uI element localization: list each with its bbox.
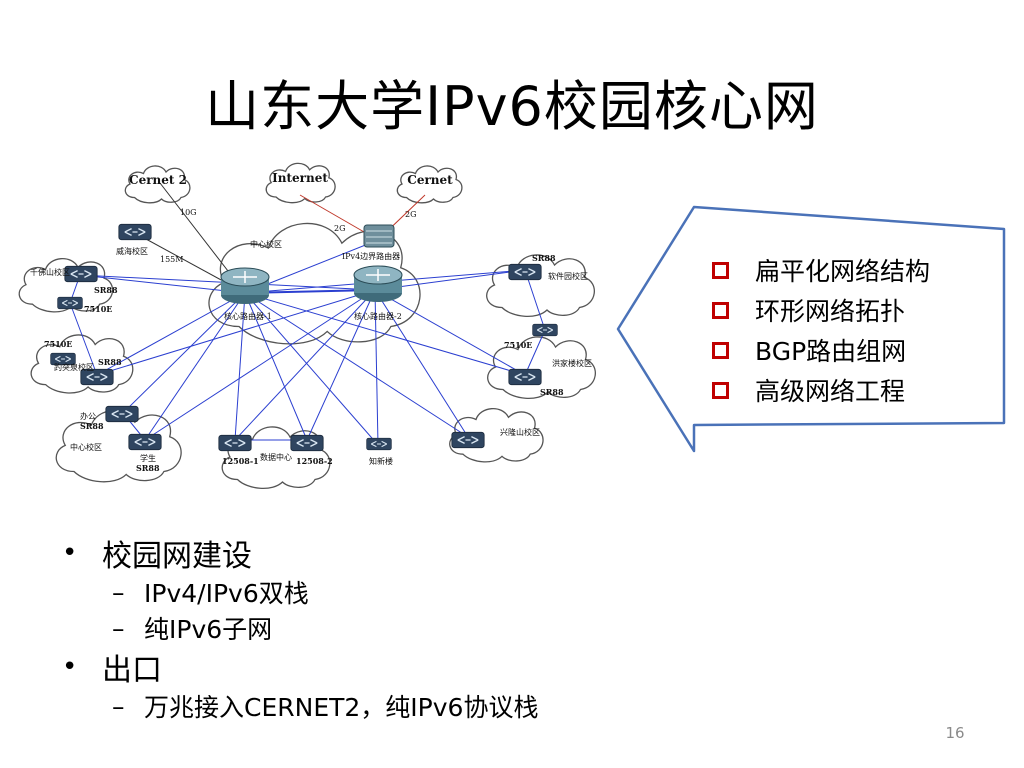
datacenter-label: 数据中心 [260,452,292,462]
slide-title: 山东大学IPv6校园核心网 [205,75,819,138]
zhixin-label: 知新楼 [369,456,393,466]
network-diagram: Cernet 2 Internet Cernet 10G 2G 2G 155M … [18,162,597,490]
weihai-speed: 155M [160,255,183,264]
qianfoshan-sr-label: SR88 [94,285,118,295]
cernet2-label: Cernet 2 [129,173,187,187]
baotuquan-label: 趵突泉校区 [54,362,94,372]
qianfoshan-label: 千佛山校区 [30,267,70,277]
sub-bullet-item: –纯IPv6子网 [62,610,538,646]
zhixin-switch-icon [366,437,392,451]
internet-speed: 2G [334,224,345,233]
student-sr88-icon [128,433,162,451]
callout-item: 扁平化网络结构 [712,250,930,290]
office-sr-label: SR88 [80,421,104,431]
dash-icon: – [112,691,125,721]
callout-item-text: BGP路由组网 [755,337,907,366]
ruanjianyuan-cloud [485,254,596,318]
border-router-icon [363,224,395,248]
callout-item-text: 高级网络工程 [755,377,906,406]
bullet-dot-icon: • [62,538,78,568]
zhongxin-sub-label: 中心校区 [70,442,102,452]
xinglongshan-switch-icon [451,431,485,449]
ruanjianyuan-label: 软件园校区 [548,271,588,281]
office-sr88-icon [105,405,139,423]
datacenter-12508-2-icon [290,434,324,452]
weihai-switch-icon [118,223,152,241]
bullet-item: • 出口 [62,646,538,688]
hongjialou-switch-label: 7510E [504,340,532,350]
ruanjianyuan-sr-label: SR88 [532,253,556,263]
baotuquan-switch-label: 7510E [44,339,72,349]
hongjialou-label: 洪家楼校区 [552,358,592,368]
student-label: 学生 [140,453,156,463]
hongjialou-7510e-icon [532,323,558,337]
ruanjianyuan-sr88-icon [508,263,542,281]
weihai-label: 威海校区 [116,246,148,256]
sub-bullet-text: IPv4/IPv6双栈 [144,579,309,608]
bullet-dot-icon: • [62,652,78,682]
cernet2-speed: 10G [180,208,197,217]
callout-item-text: 扁平化网络结构 [755,257,931,286]
square-bullet-icon [712,341,729,359]
baotuquan-sr-label: SR88 [98,357,122,367]
border-router-label: IPv4边界路由器 [342,251,400,261]
callout-list: 扁平化网络结构 环形网络拓扑 BGP路由组网 高级网络工程 [712,250,930,410]
cernet-speed: 2G [405,210,416,219]
hongjialou-sr-label: SR88 [540,387,564,397]
bullet-text: 出口 [102,653,162,688]
internet-label: Internet [272,171,328,185]
datacenter-12508-1-icon [218,434,252,452]
xinglongshan-label: 兴隆山校区 [500,427,540,437]
bullet-item: • 校园网建设 [62,532,538,574]
dash-icon: – [112,613,125,643]
callout-item: 高级网络工程 [712,370,930,410]
hongjialou-sr88-icon [508,368,542,386]
core-router-2-icon [353,265,403,302]
page-number: 16 [945,724,965,742]
datacenter-sw2-label: 12508-2 [296,456,333,466]
square-bullet-icon [712,381,729,399]
callout-item: 环形网络拓扑 [712,290,930,330]
office-label: 办公 [80,411,96,421]
student-sr-label: SR88 [136,463,160,473]
qianfoshan-switch-label: 7510E [84,304,112,314]
sub-bullet-item: –IPv4/IPv6双栈 [62,574,538,610]
square-bullet-icon [712,261,729,279]
dash-icon: – [112,577,125,607]
square-bullet-icon [712,301,729,319]
core-router-1-icon [220,267,270,304]
sub-bullet-text: 万兆接入CERNET2，纯IPv6协议栈 [144,693,539,722]
bullet-text: 校园网建设 [102,539,252,574]
callout-item-text: 环形网络拓扑 [755,297,906,326]
bullet-list: •校园网建设 –IPv4/IPv6双栈 –纯IPv6子网 •出口 –万兆接入CE… [62,532,538,724]
center-campus-label: 中心校区 [250,239,282,249]
core-router-2-label: 核心路由器-2 [354,311,402,321]
cernet-label: Cernet [407,173,453,187]
qianfoshan-7510e-icon [57,296,83,310]
callout-item: BGP路由组网 [712,330,930,370]
datacenter-sw1-label: 12508-1 [222,456,259,466]
sub-bullet-text: 纯IPv6子网 [144,615,273,644]
core-router-1-label: 核心路由器-1 [224,311,272,321]
sub-bullet-item: –万兆接入CERNET2，纯IPv6协议栈 [62,688,538,724]
